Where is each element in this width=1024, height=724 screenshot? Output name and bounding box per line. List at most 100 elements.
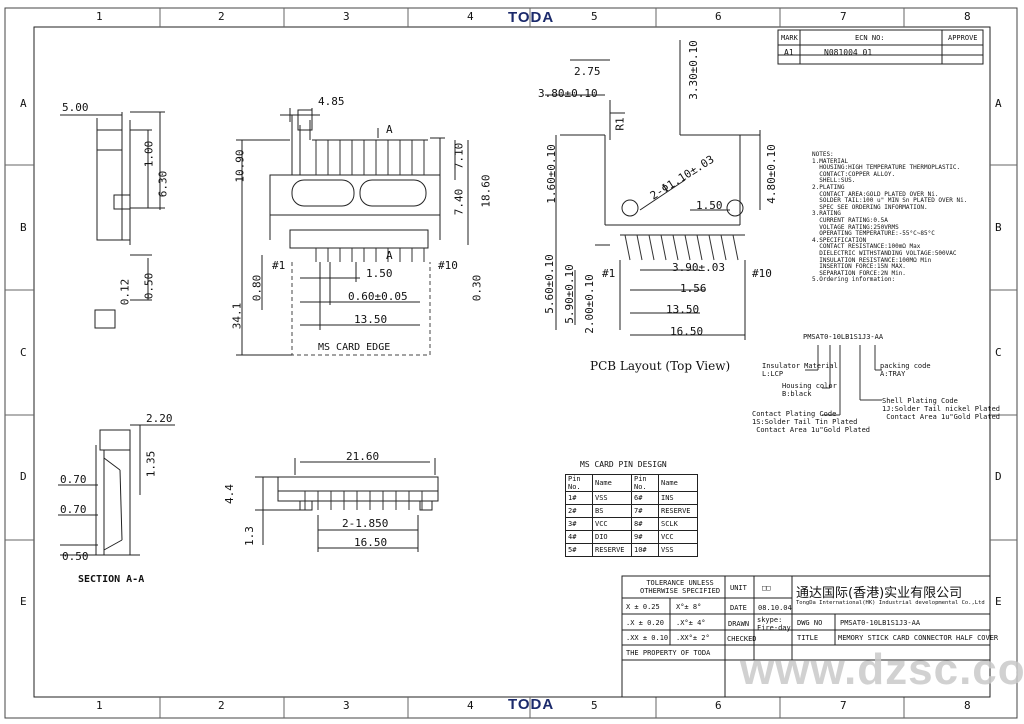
tol-linear-0: X ± 0.25 (626, 603, 660, 611)
dim-0-50: 0.50 (142, 272, 156, 300)
unit-value: □□ (762, 584, 771, 592)
col-marker-8: 8 (964, 10, 971, 23)
table-row: 2# BS 7# RESERVE (565, 504, 698, 518)
title-block-lines (621, 575, 991, 698)
bot-dim-16-50: 16.50 (354, 536, 388, 549)
pin-table: Pin No. Name Pin No. Name 1# VSS 6# INS … (565, 474, 698, 557)
pcb-dim-2-75: 2.75 (574, 65, 601, 78)
card-edge-label: MS CARD EDGE (318, 342, 391, 353)
order-packing: packing code A:TRAY (880, 362, 931, 378)
pin-no: 4# (565, 530, 593, 544)
sect-dim-1-35: 1.35 (144, 450, 158, 478)
company-name-cn: 通达国际(香港)实业有限公司 (796, 586, 963, 601)
pcb-pin-1: #1 (602, 267, 616, 280)
col-marker-4-bottom: 4 (467, 699, 474, 712)
sect-dim-0-50: 0.50 (62, 550, 89, 563)
pin-header-name-1: Name (592, 474, 632, 492)
rev-header-approve: APPROVE (948, 34, 978, 42)
pin-name: RESERVE (658, 504, 698, 518)
row-marker-c-right: C (995, 346, 1002, 359)
pcb-dim-5-60: 5.60±0.10 (542, 254, 556, 314)
section-title: SECTION A-A (78, 574, 145, 585)
pin-name: VSS (592, 491, 632, 505)
tol-linear-1: .X ± 0.20 (626, 619, 664, 627)
col-marker-6-bottom: 6 (715, 699, 722, 712)
pin-no: 3# (565, 517, 593, 531)
tol-angle-1: .X°± 4° (676, 619, 706, 627)
order-contact: Contact Plating Code 1S:Solder Tail Tin … (752, 410, 871, 434)
row-marker-b-right: B (995, 221, 1002, 234)
pcb-dim-2-00: 2.00±0.10 (582, 274, 596, 334)
pin-no: 6# (631, 491, 659, 505)
pcb-pin-10: #10 (752, 267, 772, 280)
col-marker-5: 5 (591, 10, 598, 23)
date-label: DATE (730, 604, 747, 612)
col-marker-7-bottom: 7 (840, 699, 847, 712)
col-marker-3: 3 (343, 10, 350, 23)
pin-name: VCC (592, 517, 632, 531)
date-value: 08.10.04 (758, 604, 792, 612)
pin-name: SCLK (658, 517, 698, 531)
section-a-a (58, 424, 175, 556)
col-marker-3-bottom: 3 (343, 699, 350, 712)
pcb-dim-16-50: 16.50 (670, 325, 704, 338)
dim-0-60: 0.60±0.05 (348, 290, 408, 303)
pcb-dim-1-50: 1.50 (696, 199, 723, 212)
row-marker-e: E (20, 595, 27, 608)
col-marker-6: 6 (715, 10, 722, 23)
pin-header-no-1: Pin No. (565, 474, 593, 492)
pin-no: 5# (565, 543, 593, 557)
row-marker-d: D (20, 470, 27, 483)
brand-logo-bottom: TODA (508, 696, 555, 713)
rev-ecn: N081004 01 (824, 48, 873, 57)
table-row: 3# VCC 8# SCLK (565, 517, 698, 531)
dim-5-00: 5.00 (62, 101, 89, 114)
col-marker-4: 4 (467, 10, 474, 23)
dim-1-50: 1.50 (366, 267, 393, 280)
property-note: THE PROPERTY OF TODA (626, 649, 711, 657)
drawn-label: DRAWN (728, 620, 750, 628)
dim-7-40: 7.40 (452, 188, 466, 216)
checked-label: CHECKED (727, 635, 757, 643)
col-marker-7: 7 (840, 10, 847, 23)
drawn-value: skype: Fire-day (757, 616, 791, 632)
pcb-dim-3-90: 3.90±.03 (672, 261, 725, 274)
order-insulator: Insulator Material L:LCP (762, 362, 838, 378)
tol-angle-2: .XX°± 2° (676, 634, 710, 642)
dim-7-10: 7.10 (452, 142, 466, 170)
watermark: www.dzsc.com (740, 645, 1024, 694)
pin-no: 2# (565, 504, 593, 518)
dim-1-00: 1.00 (142, 140, 156, 168)
section-mark-a-bottom: A (386, 249, 393, 262)
pin-name: INS (658, 491, 698, 505)
pin-no: 9# (631, 530, 659, 544)
pin-table-header: Pin No. Name Pin No. Name (565, 474, 698, 492)
title-value: MEMORY STICK CARD CONNECTOR HALF COVER (838, 634, 999, 642)
notes-block: NOTES: 1.MATERIAL HOUSING:HIGH TEMPERATU… (812, 151, 968, 284)
tol-linear-2: .XX ± 0.10 (626, 634, 669, 642)
rev-header-mark: MARK (781, 34, 798, 42)
dim-10-90: 10.90 (233, 149, 247, 183)
col-marker-1: 1 (96, 10, 103, 23)
pcb-dim-3-80: 3.80±0.10 (538, 87, 598, 100)
dim-13-50: 13.50 (354, 313, 388, 326)
pin-no: 10# (631, 543, 659, 557)
pin-name: BS (592, 504, 632, 518)
pin-no: 1# (565, 491, 593, 505)
table-row: 5# RESERVE 10# VSS (565, 543, 698, 557)
order-shell: Shell Plating Code 1J:Solder Tail nickel… (882, 397, 1001, 421)
pcb-dim-4-80: 4.80±0.10 (764, 144, 778, 204)
col-marker-8-bottom: 8 (964, 699, 971, 712)
front-view (236, 108, 469, 356)
dwg-value: PMSAT0-10LB1S1J3-AA (840, 619, 921, 627)
row-marker-d-right: D (995, 470, 1002, 483)
company-name-en: TongDa International(HK) Industrial deve… (796, 600, 985, 606)
pin-name: RESERVE (592, 543, 632, 557)
table-row: 4# DIO 9# VCC (565, 530, 698, 544)
dim-0-80: 0.80 (250, 274, 264, 302)
rev-mark: A1 (784, 48, 794, 57)
table-row: 1# VSS 6# INS (565, 491, 698, 505)
tolerance-title: TOLERANCE UNLESS OTHERWISE SPECIFIED (640, 579, 721, 595)
